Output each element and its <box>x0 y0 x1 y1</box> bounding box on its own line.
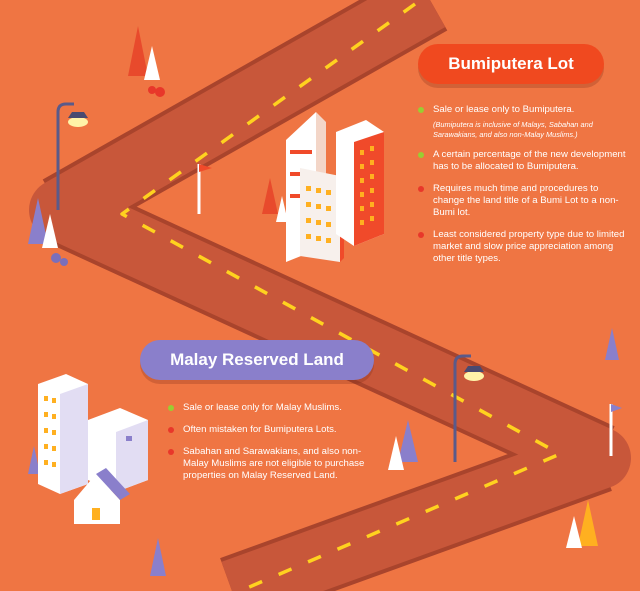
list-item: Sale or lease only to Bumiputera. (Bumip… <box>418 104 626 139</box>
flag-icon <box>609 404 622 456</box>
malay-reserved-title-pill: Malay Reserved Land <box>140 340 374 380</box>
list-item-text: Often mistaken for Bumiputera Lots. <box>183 424 337 435</box>
tree-icon <box>28 198 68 266</box>
bullet-green-icon <box>418 152 424 158</box>
list-item: A certain percentage of the new developm… <box>418 149 626 173</box>
list-item-text: Least considered property type due to li… <box>433 229 625 264</box>
tree-icon <box>605 328 619 360</box>
list-item: Least considered property type due to li… <box>418 229 626 265</box>
road <box>29 0 631 591</box>
list-item-text: Requires much time and procedures to cha… <box>433 183 619 218</box>
tower-building-icon <box>38 374 148 494</box>
bullet-red-icon <box>168 427 174 433</box>
street-lamp-icon <box>56 102 88 210</box>
list-item: Often mistaken for Bumiputera Lots. <box>168 424 366 436</box>
bumiputera-title-pill: Bumiputera Lot <box>418 44 604 84</box>
house-icon <box>74 468 130 524</box>
bullet-red-icon <box>418 186 424 192</box>
list-item: Sabahan and Sarawakians, and also non-Ma… <box>168 446 366 482</box>
malay-reserved-title: Malay Reserved Land <box>170 350 344 369</box>
list-item-text: Sale or lease only for Malay Muslims. <box>183 402 342 413</box>
tree-icon <box>262 178 288 222</box>
tree-icon <box>566 500 598 548</box>
bullet-red-icon <box>418 232 424 238</box>
road-dashes <box>120 2 562 591</box>
list-item-text: Sale or lease only to Bumiputera. <box>433 104 575 115</box>
malay-reserved-list: Sale or lease only for Malay Muslims. Of… <box>168 402 366 492</box>
flag-icon <box>197 164 212 214</box>
bullet-green-icon <box>418 107 424 113</box>
list-item: Sale or lease only for Malay Muslims. <box>168 402 366 414</box>
street-lamp-icon <box>453 354 484 462</box>
tree-icon <box>388 420 418 470</box>
tree-icon <box>150 538 166 576</box>
list-item-text: A certain percentage of the new developm… <box>433 149 626 172</box>
list-item: Requires much time and procedures to cha… <box>418 183 626 219</box>
bullet-red-icon <box>168 449 174 455</box>
bullet-green-icon <box>168 405 174 411</box>
list-item-text: Sabahan and Sarawakians, and also non-Ma… <box>183 446 365 481</box>
bumiputera-list: Sale or lease only to Bumiputera. (Bumip… <box>418 104 626 275</box>
bumiputera-title: Bumiputera Lot <box>448 54 574 73</box>
list-item-note: (Bumiputera is inclusive of Malays, Saba… <box>433 120 593 139</box>
tree-icon <box>128 26 165 97</box>
tree-icon <box>28 446 40 474</box>
tower-building-icon <box>286 112 384 262</box>
